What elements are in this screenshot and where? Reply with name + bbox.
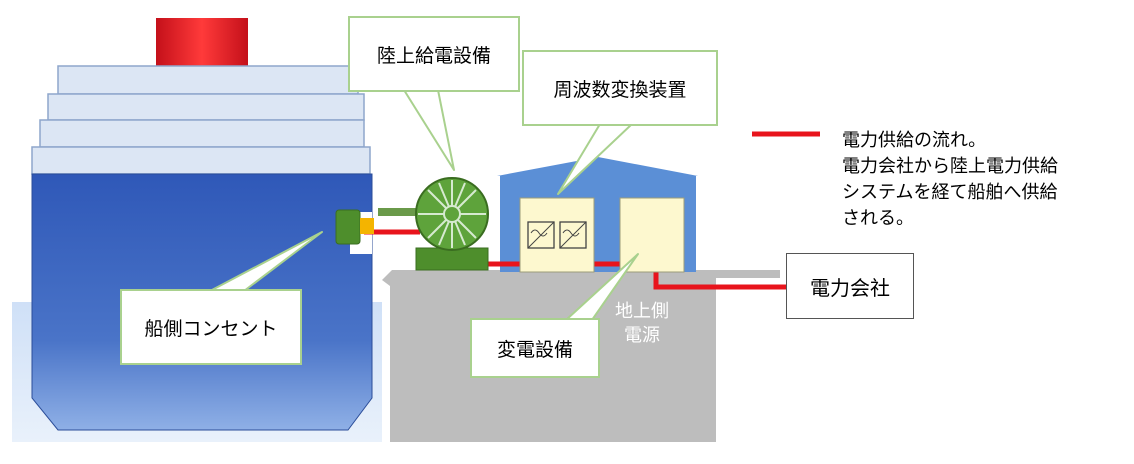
power-line-substation-to-company <box>653 272 786 290</box>
label-ship-outlet: 船側コンセント <box>144 317 278 340</box>
label-frequency-converter: 周波数変換装置 <box>553 78 687 101</box>
ship-deck-3 <box>47 93 365 121</box>
legend-line-3: システムを経て船舶へ供給 <box>842 182 1058 203</box>
label-power-company: 電力会社 <box>810 275 890 300</box>
legend-description: 電力供給の流れ。 電力会社から陸上電力供給 システムを経て船舶へ供給 される。 <box>842 128 1132 232</box>
ground-side-label-line1: 地上側 <box>615 301 669 322</box>
generator-base <box>415 247 489 271</box>
ground-side-label-line2: 電源 <box>624 325 660 346</box>
power-company-box: 電力会社 <box>786 253 914 319</box>
callout-substation: 変電設備 <box>470 318 600 378</box>
ship-funnel <box>156 18 248 66</box>
converter-symbol-icon <box>527 221 587 249</box>
label-substation: 変電設備 <box>496 338 573 361</box>
callout-frequency-converter: 周波数変換装置 <box>522 50 718 126</box>
building-roof <box>497 157 698 176</box>
cable-arm <box>378 208 426 216</box>
label-shore-power-equipment: 陸上給電設備 <box>376 44 491 67</box>
connector-plug-icon <box>360 218 374 234</box>
ship-deck-4 <box>57 65 359 95</box>
callout-ship-outlet: 船側コンセント <box>120 289 302 365</box>
ship-connector-icon <box>335 209 361 245</box>
ship-deck-1 <box>31 146 371 175</box>
legend-line-1: 電力供給の流れ。 <box>842 130 987 151</box>
ship-deck-2 <box>39 119 365 148</box>
ground-side-power-label: 地上側 電源 <box>612 300 672 348</box>
legend-line-2: 電力会社から陸上電力供給 <box>842 156 1058 177</box>
callout-shore-power: 陸上給電設備 <box>348 16 520 92</box>
callout-tail-shore-power <box>403 89 455 171</box>
legend-line-4: される。 <box>842 208 914 229</box>
reel-hub <box>443 205 461 223</box>
